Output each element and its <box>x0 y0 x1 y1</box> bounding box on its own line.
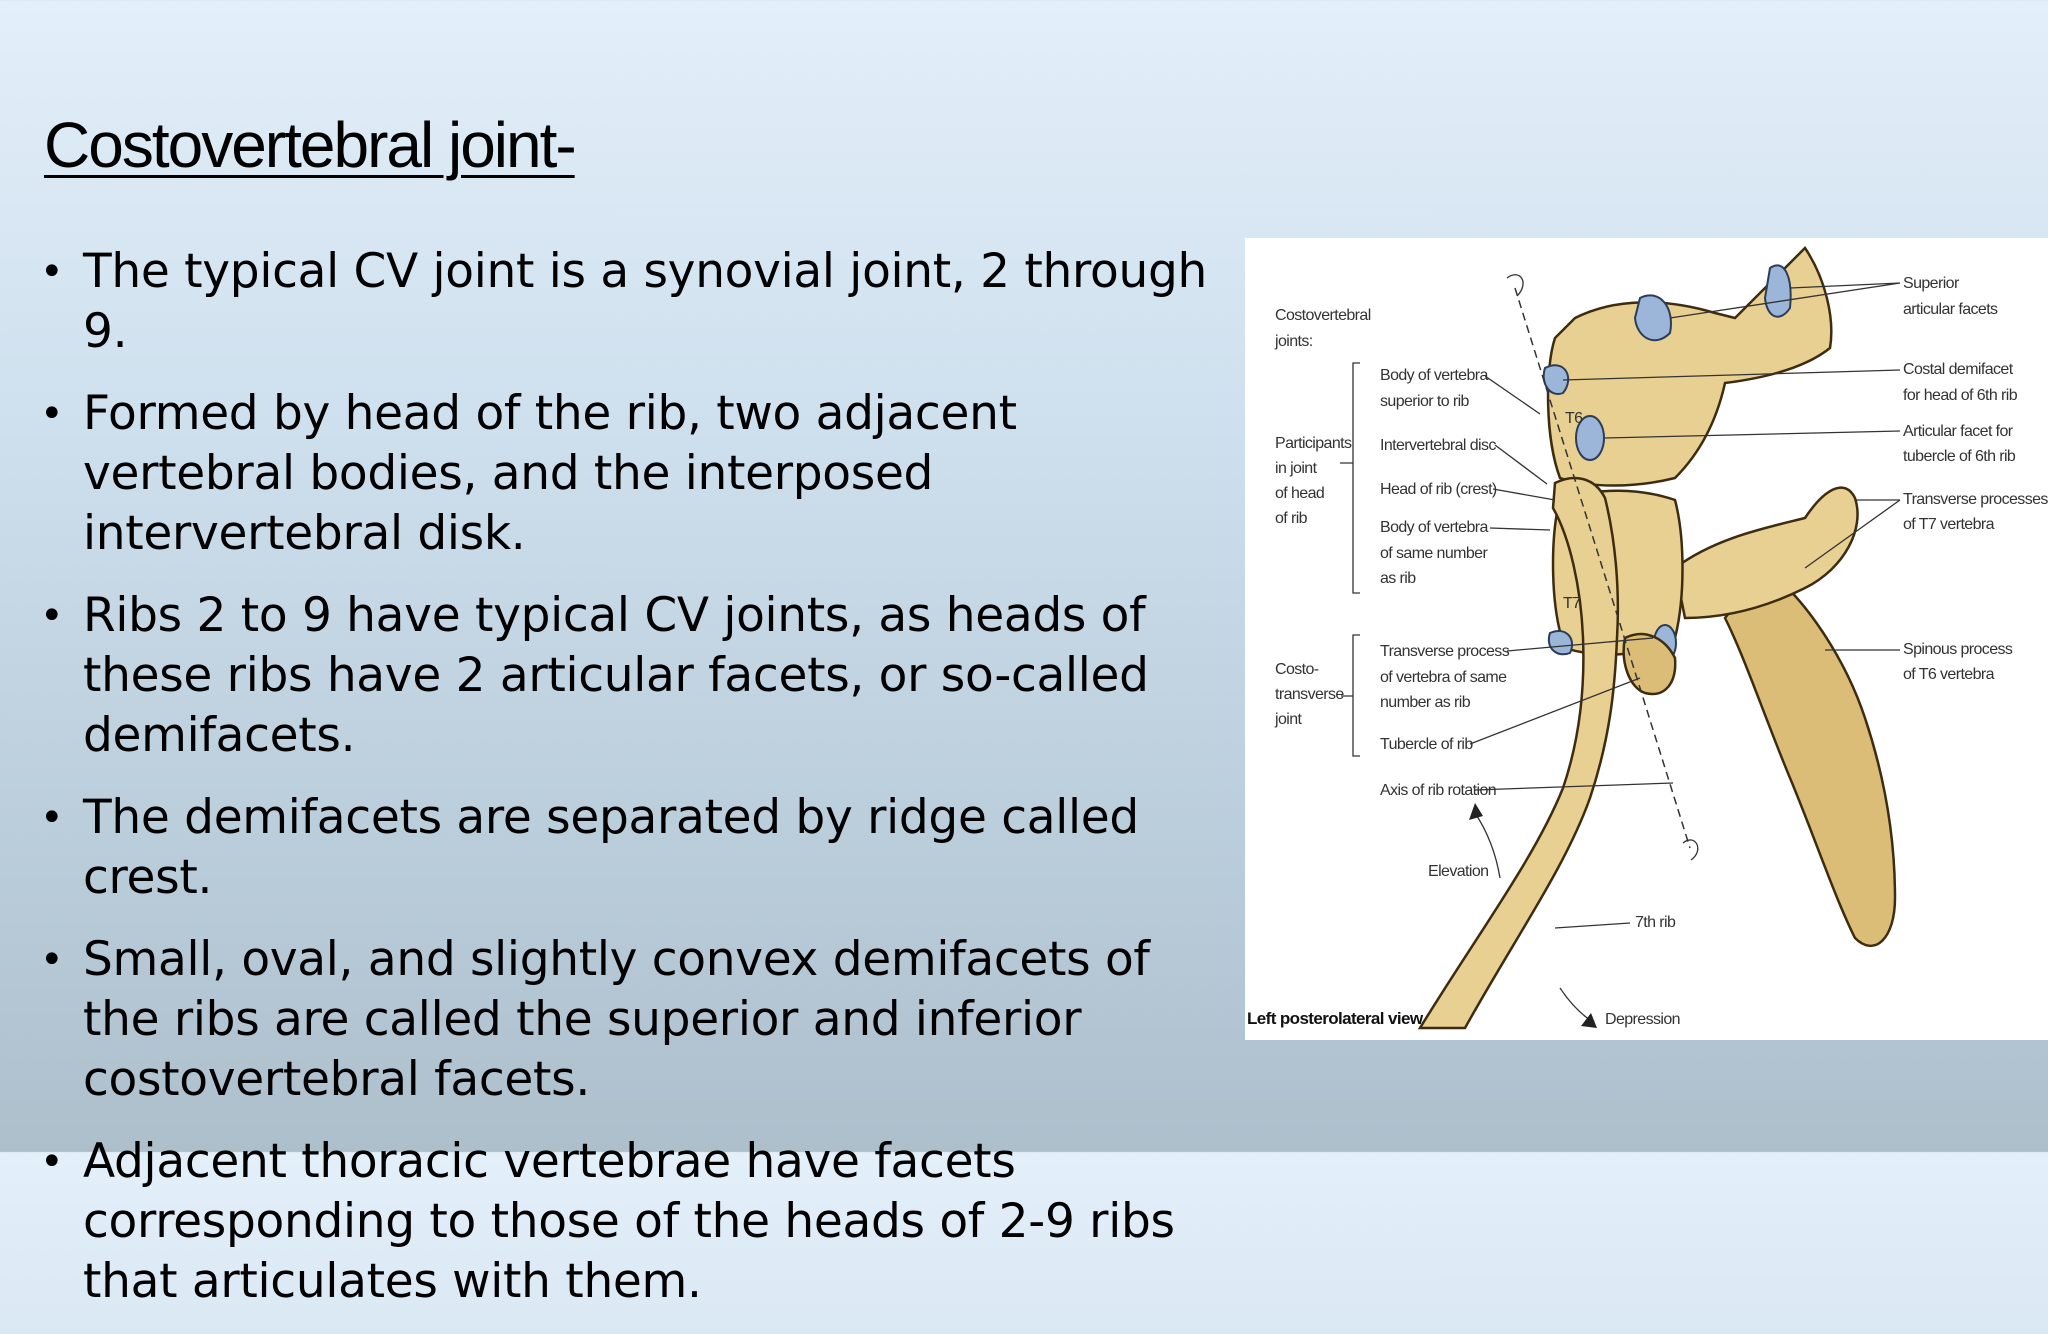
label-axis: Axis of rib rotation <box>1380 782 1496 799</box>
leader-line <box>1469 677 1641 745</box>
label-transverse-process: number as rib <box>1380 694 1471 711</box>
label-transverse-t7: of T7 vertebra <box>1903 516 1995 533</box>
anatomy-figure: Costovertebral joints: Participants in j… <box>1245 238 2048 1040</box>
bullet-text: Small, oval, and slightly convex demifac… <box>83 932 1150 1107</box>
leader-line <box>1489 527 1551 531</box>
transverse-process-shape <box>1673 486 1859 620</box>
bullet-dot: • <box>40 937 64 983</box>
superior-facet-shape <box>1633 294 1672 342</box>
label-body-same: of same number <box>1380 545 1488 562</box>
bullet-dot: • <box>40 795 64 841</box>
bullet-dot: • <box>40 391 64 437</box>
label-body-same: Body of vertebra <box>1380 519 1489 536</box>
rib-shape <box>1417 476 1620 1030</box>
leader-line <box>1474 782 1674 791</box>
label-transverse-process: of vertebra of same <box>1380 669 1507 686</box>
label-participants: of head <box>1275 485 1324 502</box>
rotation-arrow-icon <box>1682 839 1699 861</box>
bullet-item: • Formed by head of the rib, two adjacent… <box>40 384 1240 564</box>
bullet-item: • Small, oval, and slightly convex demifa… <box>40 930 1240 1110</box>
bullet-text: The typical CV joint is a synovial joint… <box>83 244 1207 359</box>
label-7th-rib: 7th rib <box>1635 914 1676 931</box>
bullet-dot: • <box>40 1139 64 1185</box>
depression-arrowhead-icon <box>1581 1013 1597 1028</box>
leader-line <box>1554 922 1631 929</box>
leader-line <box>1562 369 1901 381</box>
label-articular-facet: Articular facet for <box>1903 423 2014 440</box>
label-t6: T6 <box>1565 410 1583 427</box>
label-costal-demifacet: for head of 6th rib <box>1903 387 2018 404</box>
bullet-item: • The demifacets are separated by ridge c… <box>40 788 1240 908</box>
label-costovertebral: Costovertebral <box>1275 307 1371 324</box>
label-participants: in joint <box>1275 460 1318 477</box>
bracket-line <box>1340 362 1360 594</box>
bullet-dot: • <box>40 249 64 295</box>
label-elevation: Elevation <box>1428 863 1488 880</box>
rotation-arrow-icon <box>1506 274 1524 297</box>
bullet-item: • The typical CV joint is a synovial join… <box>40 242 1240 362</box>
bullet-text: Adjacent thoracic vertebrae have facets … <box>83 1134 1175 1309</box>
leader-line <box>1669 282 1901 319</box>
leader-line <box>1484 375 1541 415</box>
costal-demifacet-shape <box>1575 415 1605 461</box>
leader-line <box>1604 430 1901 439</box>
label-superior-facets: Superior <box>1903 275 1960 292</box>
leader-line <box>1804 499 1901 569</box>
costovertebral-illustration: Costovertebral joints: Participants in j… <box>1247 246 2048 1030</box>
label-costotransverse: Costo- <box>1275 661 1319 678</box>
axis-line <box>1514 287 1691 849</box>
label-spinous-process: Spinous process <box>1903 641 2013 658</box>
elevation-arrowhead-icon <box>1469 803 1483 820</box>
leader-line <box>1494 444 1548 485</box>
label-body-superior: superior to rib <box>1380 393 1470 410</box>
t6-body-shape <box>1546 246 1833 487</box>
label-transverse-process: Transverse process <box>1380 643 1510 660</box>
superior-facet-shape <box>1763 264 1792 318</box>
label-costotransverse: joint <box>1274 711 1303 728</box>
bullet-text: The demifacets are separated by ridge ca… <box>83 790 1139 905</box>
label-view: Left posterolateral view <box>1247 1009 1424 1028</box>
label-body-same: as rib <box>1380 570 1416 587</box>
label-articular-facet: tubercle of 6th rib <box>1903 448 2016 465</box>
label-depression: Depression <box>1605 1011 1680 1028</box>
bullet-dot: • <box>40 593 64 639</box>
slide-title: Costovertebral joint- <box>44 109 577 181</box>
label-participants: of rib <box>1275 510 1308 527</box>
label-t7: T7 <box>1563 595 1581 612</box>
bullet-list: • The typical CV joint is a synovial join… <box>40 242 1240 1334</box>
label-head-of-rib: Head of rib (crest) <box>1380 481 1497 498</box>
bullet-item: • Adjacent thoracic vertebrae have facet… <box>40 1132 1240 1312</box>
spinous-process-shape <box>1723 566 1897 947</box>
bullet-item: • Ribs 2 to 9 have typical CV joints, as … <box>40 586 1240 766</box>
bullet-text: Formed by head of the rib, two adjacent … <box>83 386 1017 561</box>
vertebra-drawing <box>1417 246 1897 1030</box>
label-spinous-process: of T6 vertebra <box>1903 666 1995 683</box>
label-superior-facets: articular facets <box>1903 301 1998 318</box>
label-tubercle: Tubercle of rib <box>1380 736 1473 753</box>
label-body-superior: Body of vertebra <box>1380 367 1489 384</box>
leader-line <box>1506 637 1654 652</box>
depression-arrow-icon <box>1559 987 1591 1021</box>
label-transverse-t7: Transverse processes <box>1903 491 2048 508</box>
bracket-line <box>1341 634 1360 757</box>
label-costovertebral: joints: <box>1274 333 1313 350</box>
bullet-text: Ribs 2 to 9 have typical CV joints, as h… <box>83 588 1149 763</box>
label-costal-demifacet: Costal demifacet <box>1903 361 2014 378</box>
label-intervertebral-disc: Intervertebral disc <box>1380 437 1496 454</box>
costal-demifacet-shape <box>1547 630 1573 656</box>
label-costotransverse: transverse <box>1275 686 1344 703</box>
leader-line <box>1492 488 1556 501</box>
label-participants: Participants <box>1275 435 1352 452</box>
